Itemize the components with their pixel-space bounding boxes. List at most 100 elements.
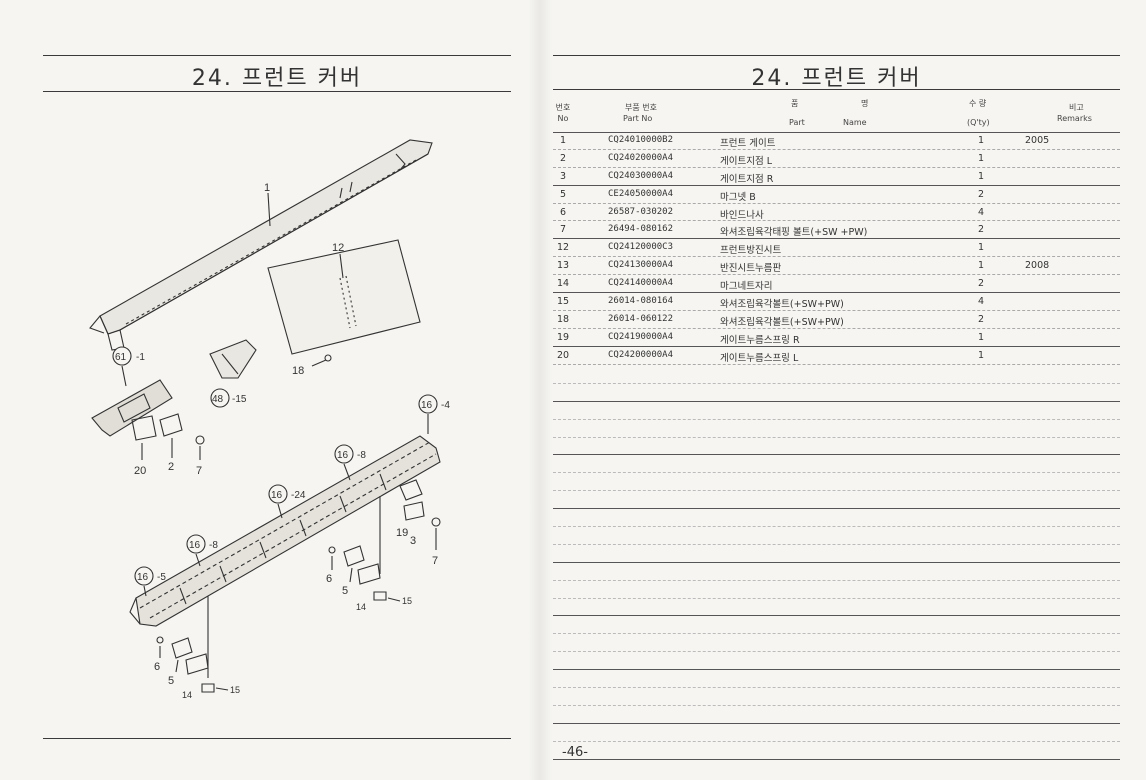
bottom-rule <box>43 738 511 739</box>
parts-table: 번호 No 부품 번호 Part No 품 명 Part Name 수 량 (Q… <box>553 96 1120 365</box>
cell-no: 5 <box>559 188 567 200</box>
cell-part-no: CQ24190000A4 <box>608 331 674 342</box>
left-page: 24. 프런트 커버 1 <box>0 0 540 780</box>
front-cover-tube-part <box>129 435 441 627</box>
cell-name: 와셔조립육각태핑 볼트(+SW +PW) <box>720 227 868 239</box>
callout-1: 1 <box>264 182 270 194</box>
blank-row <box>553 402 1120 420</box>
cell-name: 반진시트누름판 <box>720 263 782 275</box>
callout-16c: 16 <box>271 490 283 501</box>
callout-16e-sub: -5 <box>157 572 166 583</box>
cell-qty: 1 <box>977 331 985 343</box>
cell-qty: 1 <box>977 170 985 182</box>
cell-name: 와셔조립육각볼트(+SW+PW) <box>720 316 844 328</box>
cell-name: 바인드나사 <box>720 209 764 221</box>
cell-no: 14 <box>556 278 570 290</box>
header-qty-en: (Q'ty) <box>967 118 990 127</box>
blank-row <box>553 438 1120 456</box>
callout-16e: 16 <box>137 572 149 583</box>
cell-no: 20 <box>556 349 570 361</box>
header-part-ko: 부품 번호 <box>625 103 657 112</box>
cell-no: 1 <box>559 135 567 146</box>
blank-row <box>553 563 1120 581</box>
cell-no: 15 <box>556 296 570 308</box>
blank-row <box>553 599 1120 617</box>
callout-16a-sub: -4 <box>441 400 450 411</box>
blank-row <box>553 384 1120 402</box>
callout-16c-sub: -24 <box>291 490 306 501</box>
callout-16a: 16 <box>421 400 433 411</box>
header-name-en-2: Name <box>843 118 867 127</box>
cell-qty: 2 <box>977 224 985 236</box>
blank-row <box>553 473 1120 492</box>
cell-qty: 2 <box>977 188 985 200</box>
header-name-ko-2: 명 <box>861 99 869 108</box>
callout-3: 3 <box>410 535 416 547</box>
cell-part-no: CQ24030000A4 <box>608 170 674 181</box>
blank-row <box>553 545 1120 563</box>
cell-part-no: CE24050000A4 <box>608 188 674 199</box>
blank-row <box>553 420 1120 438</box>
cell-name: 프런트 게이트 <box>720 138 776 149</box>
callout-20: 20 <box>134 465 146 477</box>
callout-16b: 16 <box>337 450 349 461</box>
callout-5a: 5 <box>342 585 348 597</box>
blank-row <box>553 509 1120 528</box>
cell-no: 19 <box>556 331 570 343</box>
cell-no: 2 <box>559 152 567 164</box>
blank-row <box>553 652 1120 671</box>
cell-part-no: CQ24200000A4 <box>608 349 674 360</box>
table-header: 번호 No 부품 번호 Part No 품 명 Part Name 수 량 (Q… <box>553 96 1120 132</box>
page-number: -46- <box>562 745 588 760</box>
blank-row <box>553 527 1120 545</box>
front-gate-part <box>89 139 433 351</box>
blank-row <box>553 491 1120 510</box>
cell-name: 프런트방진시트 <box>720 245 782 257</box>
blank-row <box>553 742 1120 760</box>
cell-part-no: 26014-080164 <box>608 296 674 307</box>
bolt-18 <box>324 354 332 362</box>
callout-2: 2 <box>168 461 174 473</box>
blank-row <box>553 706 1120 724</box>
blank-row <box>553 688 1120 706</box>
callout-16d: 16 <box>189 540 201 551</box>
blank-table-rows <box>553 366 1120 760</box>
cell-part-no: CQ24130000A4 <box>608 260 674 271</box>
callout-61: 61 <box>115 352 127 363</box>
blank-row <box>553 455 1120 474</box>
callout-14b: 14 <box>182 690 192 700</box>
callout-15a: 15 <box>402 596 412 606</box>
page-title: 24. 프런트 커버 <box>191 66 363 91</box>
book-gutter <box>528 0 552 780</box>
callout-5b: 5 <box>168 675 174 687</box>
header-no-ko: 번호 <box>555 103 571 112</box>
dust-sheet-part <box>267 239 421 355</box>
cell-remarks: 2005 <box>1025 135 1050 146</box>
cell-part-no: 26494-080162 <box>608 224 674 235</box>
cell-name: 마그네트자리 <box>720 281 773 293</box>
header-name-ko-1: 품 <box>791 99 799 108</box>
cell-no: 12 <box>556 242 570 254</box>
cell-part-no: CQ24020000A4 <box>608 152 674 163</box>
blank-row <box>553 724 1120 742</box>
callout-18: 18 <box>292 365 304 377</box>
cell-no: 6 <box>559 206 567 218</box>
callout-16d-sub: -8 <box>209 540 218 551</box>
callout-12: 12 <box>332 242 344 254</box>
callout-15b: 15 <box>230 685 240 695</box>
blank-row <box>553 581 1120 599</box>
callout-19: 19 <box>396 527 408 539</box>
callout-14a: 14 <box>356 602 366 612</box>
